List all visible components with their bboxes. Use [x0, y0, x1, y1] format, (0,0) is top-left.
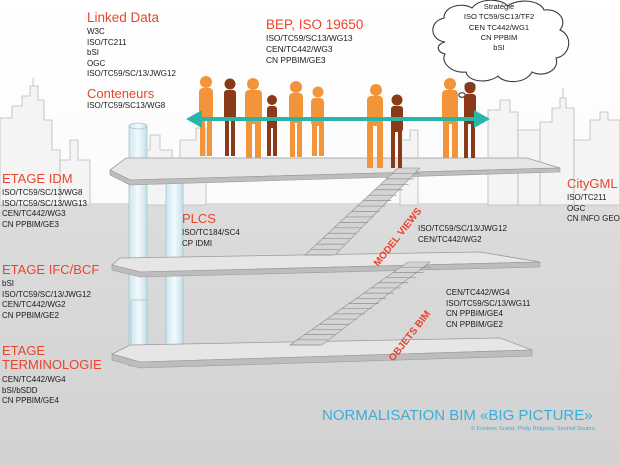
etage-ifc-item: ISO/TC59/SC/13/JWG12: [2, 289, 91, 299]
staircase-upper: [304, 167, 421, 256]
etage-idm-list: ISO/TC59/SC/13/WG8 ISO/TC59/SC/13/WG13 C…: [2, 188, 87, 230]
etage-idm-item: ISO/TC59/SC/13/WG8: [2, 188, 83, 197]
model-views-item: ISO/TC59/SC/13/JWG12: [418, 224, 507, 233]
etage-terminologie-heading-1: ETAGE: [2, 343, 46, 358]
objets-bim-item: CN PPBIM/GE4: [446, 309, 503, 319]
etage-terminologie-item: bSI/bSDD: [2, 385, 38, 395]
strategie-item: ISO TC59/SC13/TF2: [463, 12, 535, 22]
objets-bim-item: ISO/TC59/SC/13/WG11: [446, 298, 531, 308]
etage-idm-item: CEN/TC442/WG3: [2, 209, 66, 219]
city-skyline: [0, 78, 620, 206]
strategie-block: Stratégie ISO TC59/SC13/TF2 CEN TC442/WG…: [434, 2, 564, 53]
strategie-item: CEN TC442/WG1: [468, 22, 530, 32]
citygml-item: ISO/TC211: [567, 193, 607, 202]
etage-terminologie-list: CEN/TC442/WG4 bSI/bSDD CN PPBIM/GE4: [2, 375, 66, 407]
objets-bim-list: CEN/TC442/WG4 ISO/TC59/SC/13/WG11 CN PPB…: [446, 288, 530, 330]
plcs-list: ISO/TC184/SC4 CP IDMI: [182, 228, 240, 249]
objets-bim-item: CN PPBIM/GE2: [446, 319, 503, 329]
etage-terminologie-heading-2: TERMINOLOGIE: [2, 357, 102, 372]
etage-idm-item: CN PPBIM/GE3: [2, 219, 59, 229]
plcs-item: CP IDMI: [182, 238, 213, 248]
model-views-list: ISO/TC59/SC/13/JWG12 CEN/TC442/WG2: [418, 224, 507, 245]
etage-ifc-item: CEN/TC442/WG2: [2, 300, 66, 310]
linked-data-item: bSI: [87, 48, 100, 58]
bep-heading: BEP, ISO 19650: [266, 17, 364, 32]
conteneurs-heading: Conteneurs: [87, 86, 155, 101]
linked-data-item: ISO/TC211: [87, 37, 127, 47]
page-title: NORMALISATION BIM «BIG PICTURE»: [322, 407, 593, 424]
etage-idm-heading: ETAGE IDM: [2, 171, 73, 186]
etage-ifc-heading: ETAGE IFC/BCF: [2, 262, 100, 277]
linked-data-heading: Linked Data: [87, 10, 160, 25]
strategie-heading: Stratégie: [483, 2, 515, 11]
plcs-item: ISO/TC184/SC4: [182, 228, 240, 237]
floor-middle: [111, 251, 541, 278]
linked-data-item: ISO/TC59/SC/13/JWG12: [87, 69, 176, 79]
staircase-lower: [289, 261, 431, 346]
bep-list: ISO/TC59/SC13/WG13 CEN/TC442/WG3 CN PPBI…: [266, 33, 353, 67]
floor-bottom: [110, 337, 533, 369]
etage-ifc-list: bSI ISO/TC59/SC/13/JWG12 CEN/TC442/WG2 C…: [2, 279, 91, 321]
etage-ifc-item: CN PPBIM/GE2: [2, 310, 59, 320]
conteneurs-list: ISO/TC59/SC13/WG8: [87, 101, 165, 112]
credit-line: © Frederic Grand, Philip Ridgway, Souhei…: [471, 426, 596, 432]
conteneurs-item: ISO/TC59/SC13/WG8: [87, 101, 166, 110]
double-arrow: [186, 110, 490, 128]
citygml-item: CN INFO GEO: [567, 214, 620, 224]
bep-item: CN PPBIM/GE3: [266, 55, 326, 66]
etage-idm-item: ISO/TC59/SC/13/WG13: [2, 198, 87, 208]
citygml-heading: CityGML: [567, 176, 618, 191]
citygml-list: ISO/TC211 OGC CN INFO GEO: [567, 193, 620, 225]
objets-bim-item: CEN/TC442/WG4: [446, 288, 510, 297]
bep-item: ISO/TC59/SC13/WG13: [266, 33, 353, 43]
strategy-cloud: [432, 0, 570, 98]
strategie-item: CN PPBIM: [480, 32, 518, 42]
bep-item: CEN/TC442/WG3: [266, 44, 333, 55]
linked-data-list: W3C ISO/TC211 bSI OGC ISO/TC59/SC/13/JWG…: [87, 27, 176, 80]
model-views-item: CEN/TC442/WG2: [418, 234, 482, 244]
linked-data-item: W3C: [87, 27, 105, 36]
floor-top: [109, 157, 561, 186]
etage-ifc-item: bSI: [2, 279, 15, 288]
linked-data-item: OGC: [87, 58, 106, 68]
citygml-item: OGC: [567, 203, 586, 213]
etage-terminologie-item: CN PPBIM/GE4: [2, 396, 59, 406]
plcs-heading: PLCS: [182, 211, 216, 226]
strategie-item: bSI: [493, 43, 505, 53]
etage-terminologie-item: CEN/TC442/WG4: [2, 375, 66, 384]
